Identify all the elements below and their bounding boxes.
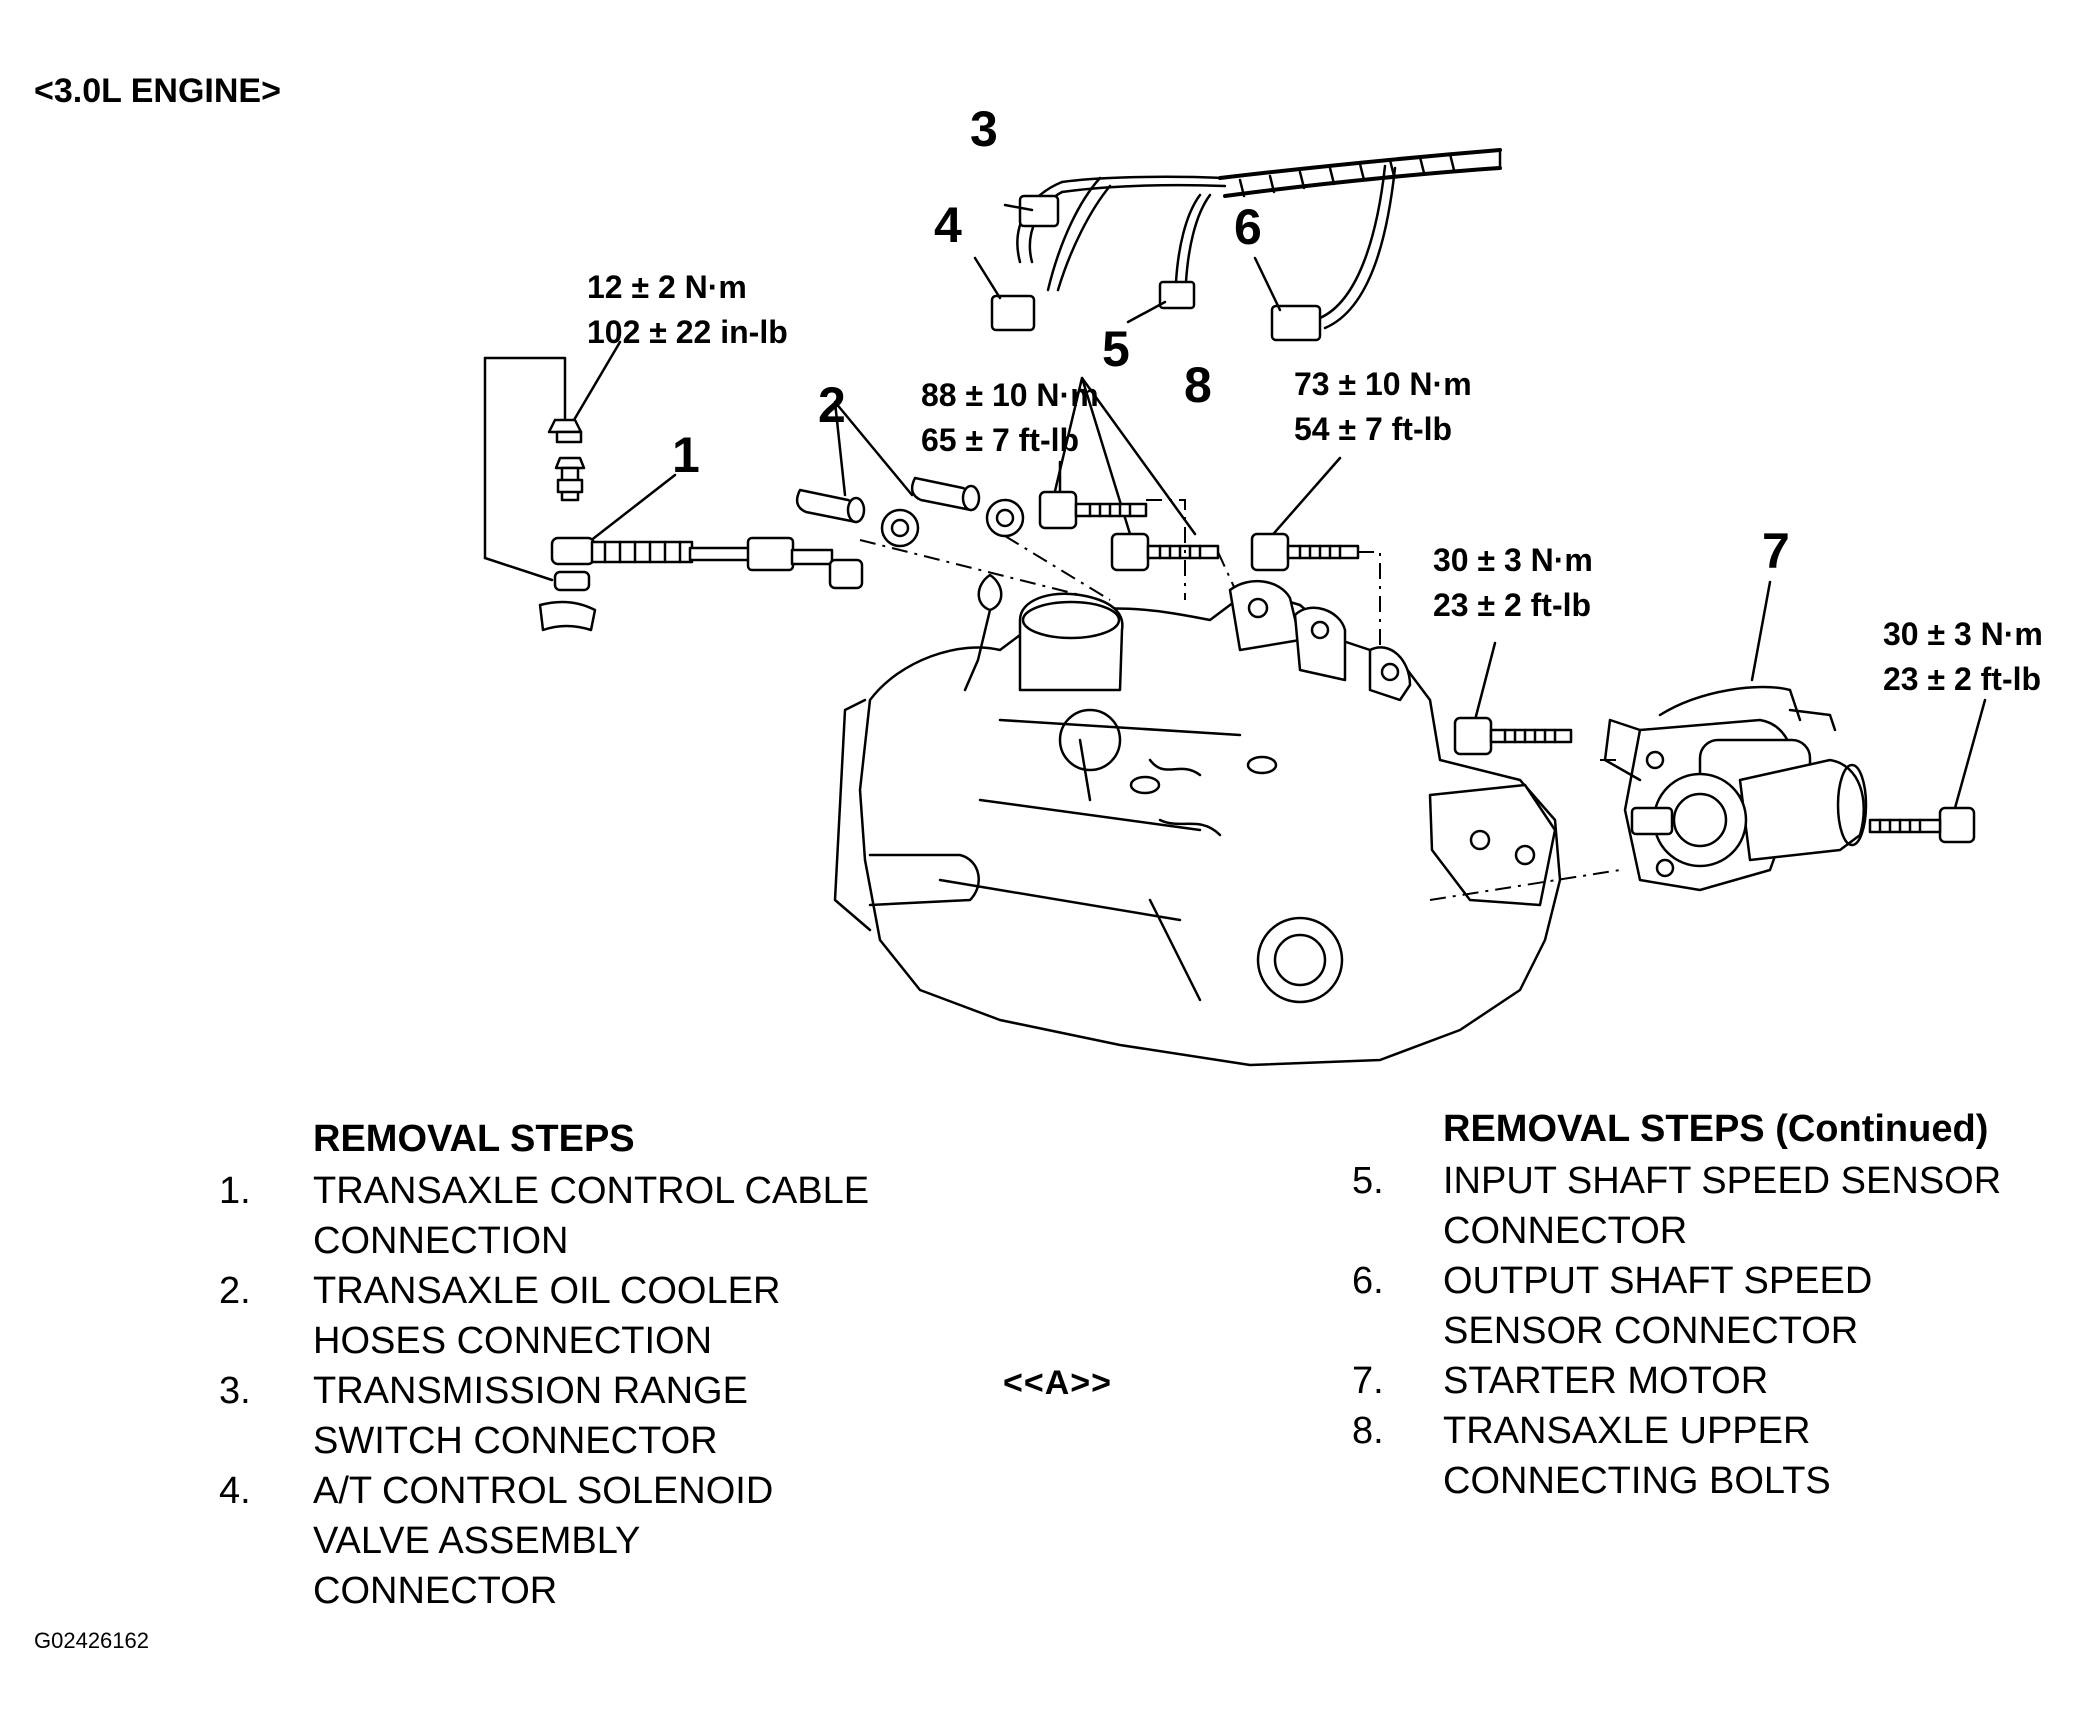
callout-2: 2 [818,377,846,433]
step-number: 8. [1352,1410,1384,1452]
connector-4 [990,294,1036,332]
callout-3: 3 [970,101,998,157]
torque-metric: 30 ± 3 N·m [1433,542,1593,578]
step-text: HOSES CONNECTION [313,1320,713,1362]
removal-step: 8. TRANSAXLE UPPER CONNECTING BOLTS [1352,1406,2092,1506]
torque-12nm: 12 ± 2 N·m 102 ± 22 in-lb [587,265,788,355]
step-text: INPUT SHAFT SPEED SENSOR [1443,1160,2002,1202]
removal-step: 3. TRANSMISSION RANGE SWITCH CONNECTOR [219,1366,999,1466]
starter-bolts [1453,716,1976,844]
torque-imperial: 23 ± 2 ft-lb [1433,587,1592,623]
starter-motor [1603,685,1868,892]
callout-6: 6 [1234,199,1262,255]
removal-step: 4. A/T CONTROL SOLENOID VALVE ASSEMBLY C… [219,1466,999,1616]
removal-step: 7. STARTER MOTOR [1352,1356,2092,1406]
torque-30nm-a: 30 ± 3 N·m 23 ± 2 ft-lb [1433,538,1593,628]
step-text: CONNECTOR [1443,1210,1688,1252]
step-text: STARTER MOTOR [1443,1360,1769,1402]
step-number: 7. [1352,1360,1384,1402]
step-text: OUTPUT SHAFT SPEED [1443,1260,1873,1302]
torque-30nm-b: 30 ± 3 N·m 23 ± 2 ft-lb [1883,612,2043,702]
leader-lines [572,203,1987,810]
step-text: A/T CONTROL SOLENOID [313,1470,774,1512]
wiring-harness [990,148,1502,342]
transaxle-housing [833,573,1621,1067]
torque-metric: 12 ± 2 N·m [587,269,747,305]
removal-steps-title: REMOVAL STEPS [313,1118,635,1160]
step-text: SENSOR CONNECTOR [1443,1310,1859,1352]
step-number: 3. [219,1370,251,1412]
engine-heading: <3.0L ENGINE> [34,72,281,110]
step-text: CONNECTOR [313,1570,558,1612]
step-text: TRANSAXLE OIL COOLER [313,1270,781,1312]
removal-steps-continued-title: REMOVAL STEPS (Continued) [1443,1108,1989,1150]
callout-8: 8 [1184,357,1212,413]
torque-imperial: 65 ± 7 ft-lb [921,422,1080,458]
torque-73nm: 73 ± 10 N·m 54 ± 7 ft-lb [1294,362,1472,452]
step-text: VALVE ASSEMBLY [313,1520,641,1562]
transaxle-control-cable [483,356,864,632]
upper-connecting-bolts [1038,490,1381,690]
step-number: 5. [1352,1160,1384,1202]
connector-5 [1158,280,1196,310]
step-text: SWITCH CONNECTOR [313,1420,718,1462]
oil-cooler-hoses [795,476,1111,601]
figure-id: G02426162 [34,1628,149,1653]
step-text: TRANSAXLE CONTROL CABLE [313,1170,870,1212]
removal-step: 1. TRANSAXLE CONTROL CABLE CONNECTION [219,1166,999,1266]
removal-step: 5. INPUT SHAFT SPEED SENSOR CONNECTOR [1352,1156,2092,1256]
step-text: CONNECTION [313,1220,569,1262]
removal-step: 2. TRANSAXLE OIL COOLER HOSES CONNECTION [219,1266,999,1366]
torque-imperial: 23 ± 2 ft-lb [1883,661,2042,697]
connector-3 [1018,194,1060,228]
torque-imperial: 54 ± 7 ft-lb [1294,411,1453,447]
step-text: TRANSAXLE UPPER [1443,1410,1811,1452]
step-text: CONNECTING BOLTS [1443,1460,1831,1502]
callout-7: 7 [1762,523,1790,579]
step-text: TRANSMISSION RANGE [313,1370,748,1412]
callout-4: 4 [934,197,962,253]
connector-6 [1270,304,1322,342]
torque-imperial: 102 ± 22 in-lb [587,314,788,350]
torque-metric: 73 ± 10 N·m [1294,366,1472,402]
note-marker: <<A>> [1003,1364,1112,1402]
torque-metric: 88 ± 10 N·m [921,377,1099,413]
removal-step: 6. OUTPUT SHAFT SPEED SENSOR CONNECTOR [1352,1256,2092,1356]
step-number: 4. [219,1470,251,1512]
callout-5: 5 [1102,321,1130,377]
step-number: 2. [219,1270,251,1312]
torque-88nm: 88 ± 10 N·m 65 ± 7 ft-lb [921,373,1099,463]
callout-1: 1 [672,427,700,483]
step-number: 1. [219,1170,251,1212]
step-number: 6. [1352,1260,1384,1302]
torque-metric: 30 ± 3 N·m [1883,616,2043,652]
